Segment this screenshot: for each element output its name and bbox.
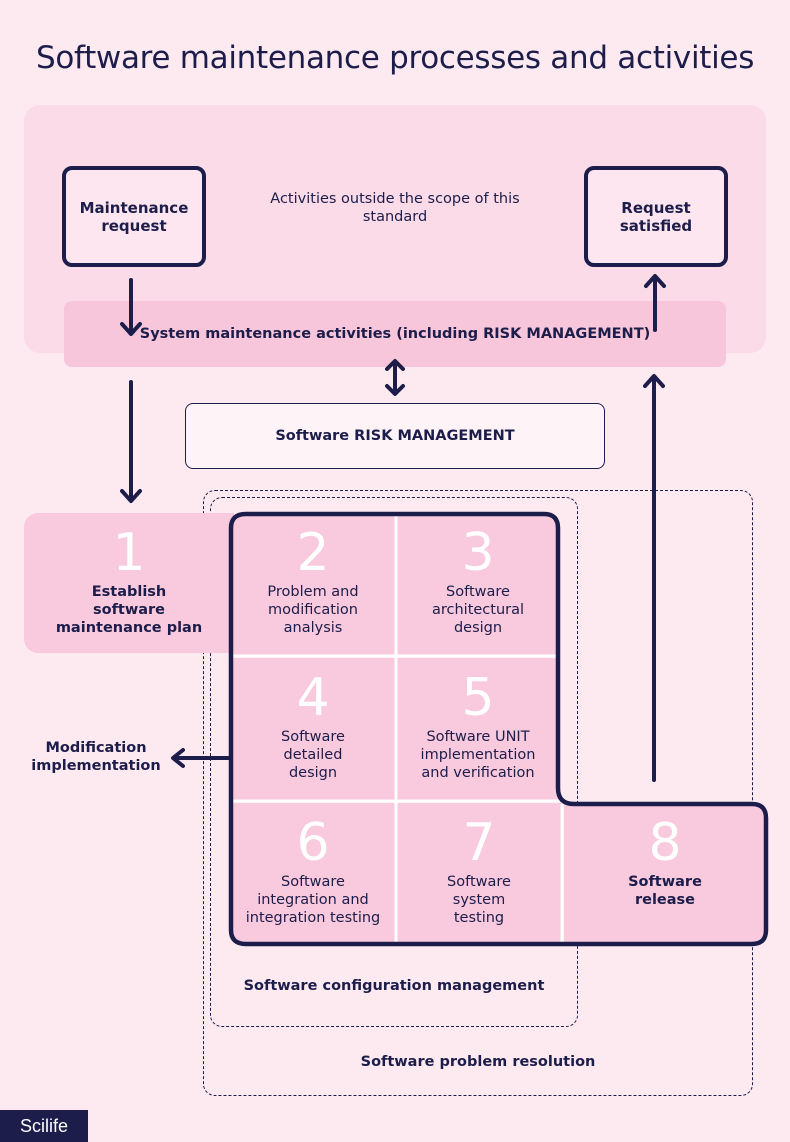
step-4-label: Software detailed design — [281, 729, 345, 781]
step-7-number: 7 — [462, 813, 496, 873]
config-management-label: Software configuration management — [243, 978, 545, 994]
outside-scope-label: Activities outside the scope of this sta… — [270, 191, 520, 225]
step-1-number: 1 — [112, 523, 146, 583]
step-6-label: Software integration and integration tes… — [245, 874, 381, 926]
modification-implementation-label: Modification implementation — [31, 740, 161, 774]
step-4-cell: 4 Software detailed design — [231, 658, 395, 800]
step-5-cell: 5 Software UNIT implementation and verif… — [397, 658, 559, 800]
step-3-label: Software architectural design — [431, 584, 525, 636]
page-title: Software maintenance processes and activ… — [35, 40, 755, 76]
system-maintenance-bar: System maintenance activities (including… — [64, 301, 726, 367]
step-6-cell: 6 Software integration and integration t… — [231, 803, 395, 944]
step-3-number: 3 — [461, 523, 495, 583]
request-satisfied-label: Request satisfied — [619, 198, 693, 235]
step-4-number: 4 — [296, 668, 330, 728]
problem-resolution-label: Software problem resolution — [360, 1054, 596, 1070]
step-8-number: 8 — [648, 813, 682, 873]
scilife-logo: Scilife — [0, 1110, 88, 1142]
step-6-number: 6 — [296, 813, 330, 873]
maintenance-request-box: Maintenance request — [62, 166, 206, 267]
maintenance-request-label: Maintenance request — [79, 198, 189, 235]
request-satisfied-box: Request satisfied — [584, 166, 728, 267]
step-5-number: 5 — [461, 668, 495, 728]
software-risk-label: Software RISK MANAGEMENT — [275, 428, 515, 444]
step-1-cell: 1 Establish software maintenance plan — [24, 513, 234, 653]
step-7-label: Software system testing — [447, 874, 511, 926]
arrow-system-to-step1 — [120, 380, 142, 503]
step-7-cell: 7 Software system testing — [397, 803, 561, 944]
step-2-label: Problem and modification analysis — [267, 584, 359, 636]
system-maintenance-label: System maintenance activities (including… — [139, 326, 651, 342]
step-2-cell: 2 Problem and modification analysis — [231, 513, 395, 655]
step-5-label: Software UNIT implementation and verific… — [420, 729, 536, 781]
step-1-label: Establish software maintenance plan — [55, 584, 203, 636]
software-risk-box: Software RISK MANAGEMENT — [185, 403, 605, 469]
step-8-label: Software release — [628, 874, 702, 908]
step-3-cell: 3 Software architectural design — [397, 513, 559, 655]
step-2-number: 2 — [296, 523, 330, 583]
step-8-cell: 8 Software release — [564, 803, 766, 944]
